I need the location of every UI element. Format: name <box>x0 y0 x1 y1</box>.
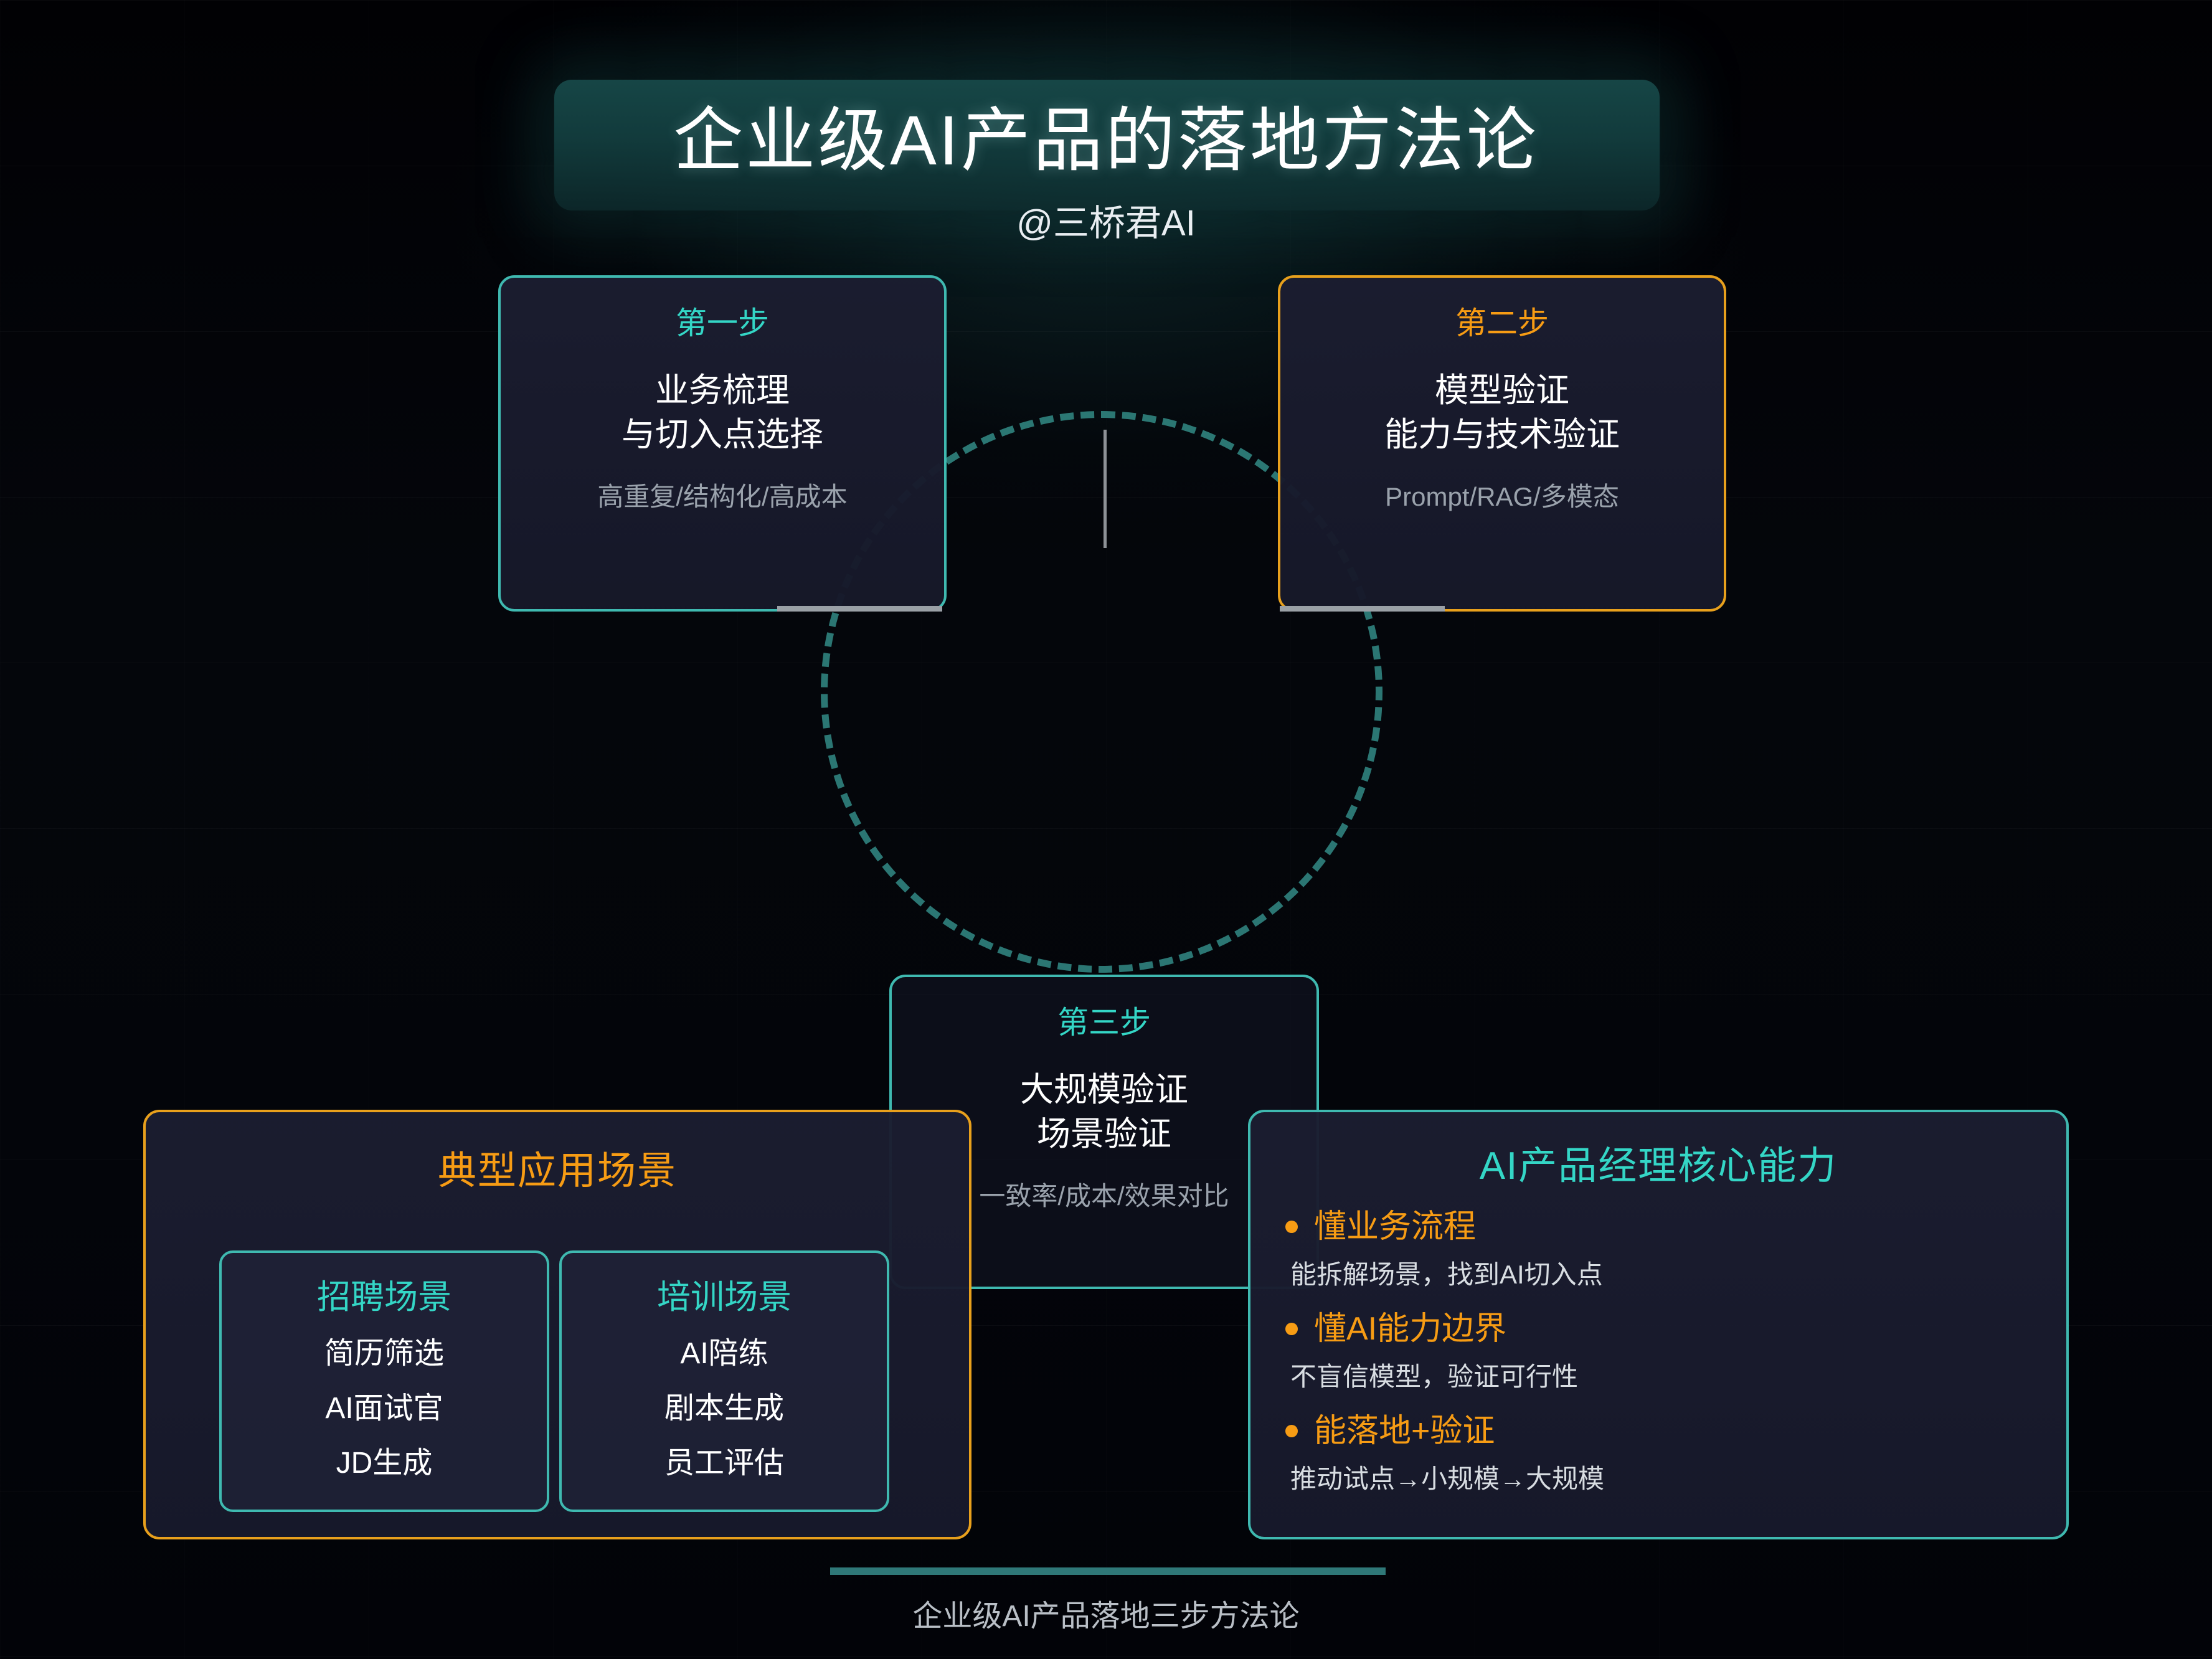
scene-item: AI面试官 <box>325 1392 443 1425</box>
skill-head-text: 懂业务流程 <box>1314 1209 1477 1245</box>
dashed-circle-decoration <box>821 411 1382 973</box>
step-card-2[interactable]: 第二步 模型验证 能力与技术验证 Prompt/RAG/多模态 <box>1278 275 1726 612</box>
skill-head-row: 懂AI能力边界 <box>1285 1313 2066 1345</box>
step-2-main-line2: 能力与技术验证 <box>1384 416 1620 454</box>
bullet-dot-icon <box>1285 1425 1298 1437</box>
scene-item: JD生成 <box>336 1447 433 1480</box>
step-1-sub: 高重复/结构化/高成本 <box>597 481 848 511</box>
step-3-main-line2: 场景验证 <box>1037 1115 1171 1153</box>
skill-item: 能落地+验证 推动试点→小规模→大规模 <box>1250 1415 2066 1492</box>
step-2-underline <box>1280 606 1445 612</box>
skill-head-row: 能落地+验证 <box>1285 1415 2066 1447</box>
step-card-1[interactable]: 第一步 业务梳理 与切入点选择 高重复/结构化/高成本 <box>498 275 947 612</box>
skill-description: 能拆解场景，找到AI切入点 <box>1290 1260 1603 1289</box>
title-plate <box>554 80 1660 210</box>
footer-divider <box>830 1567 1386 1575</box>
step-1-main-line2: 与切入点选择 <box>622 416 823 454</box>
scene-group-recruiting[interactable]: 招聘场景 简历筛选 AI面试官 JD生成 <box>219 1250 549 1512</box>
scenes-panel-title: 典型应用场景 <box>437 1150 677 1193</box>
skill-item: 懂业务流程 能拆解场景，找到AI切入点 <box>1250 1211 2066 1288</box>
scene-group-recruiting-title: 招聘场景 <box>317 1279 451 1316</box>
step-1-underline <box>777 606 942 612</box>
step-3-main: 大规模验证 场景验证 <box>892 1068 1316 1157</box>
page-subtitle: @三桥君AI <box>1016 203 1196 243</box>
skills-panel-title: AI产品经理核心能力 <box>1479 1145 1838 1188</box>
scene-item: 员工评估 <box>664 1447 784 1480</box>
scene-group-training-title: 培训场景 <box>657 1279 792 1316</box>
scenes-panel[interactable]: 典型应用场景 招聘场景 简历筛选 AI面试官 JD生成 培训场景 AI陪练 剧本… <box>143 1110 971 1539</box>
step-3-main-line1: 大规模验证 <box>1020 1071 1188 1108</box>
skill-description: 不盲信模型，验证可行性 <box>1290 1362 1579 1391</box>
step-1-main: 业务梳理 与切入点选择 <box>501 369 944 458</box>
skills-panel[interactable]: AI产品经理核心能力 懂业务流程 能拆解场景，找到AI切入点 懂AI能力边界 不… <box>1248 1110 2069 1539</box>
step-3-sub: 一致率/成本/效果对比 <box>979 1181 1229 1211</box>
step-2-label: 第二步 <box>1455 306 1549 341</box>
scene-item: AI陪练 <box>680 1337 768 1370</box>
page-title: 企业级AI产品的落地方法论 <box>673 102 1539 179</box>
scene-group-training[interactable]: 培训场景 AI陪练 剧本生成 员工评估 <box>559 1250 889 1512</box>
bullet-dot-icon <box>1285 1221 1298 1233</box>
step-1-label: 第一步 <box>676 306 769 341</box>
footer-caption: 企业级AI产品落地三步方法论 <box>912 1600 1300 1633</box>
scene-item: 简历筛选 <box>324 1337 444 1370</box>
scene-item: 剧本生成 <box>664 1392 784 1425</box>
skill-head-text: 能落地+验证 <box>1314 1413 1495 1449</box>
step-2-main: 模型验证 能力与技术验证 <box>1280 369 1724 458</box>
center-stem-line <box>1104 430 1107 548</box>
scene-group-row: 招聘场景 简历筛选 AI面试官 JD生成 培训场景 AI陪练 剧本生成 员工评估 <box>219 1250 889 1512</box>
skill-description: 推动试点→小规模→大规模 <box>1290 1464 1605 1493</box>
bullet-dot-icon <box>1285 1323 1298 1335</box>
step-2-sub: Prompt/RAG/多模态 <box>1385 481 1619 511</box>
skill-head-row: 懂业务流程 <box>1285 1211 2066 1243</box>
skill-head-text: 懂AI能力边界 <box>1314 1311 1507 1347</box>
skill-item: 懂AI能力边界 不盲信模型，验证可行性 <box>1250 1313 2066 1390</box>
step-2-main-line1: 模型验证 <box>1435 372 1569 409</box>
step-1-main-line1: 业务梳理 <box>655 372 790 409</box>
step-3-label: 第三步 <box>1057 1005 1151 1040</box>
